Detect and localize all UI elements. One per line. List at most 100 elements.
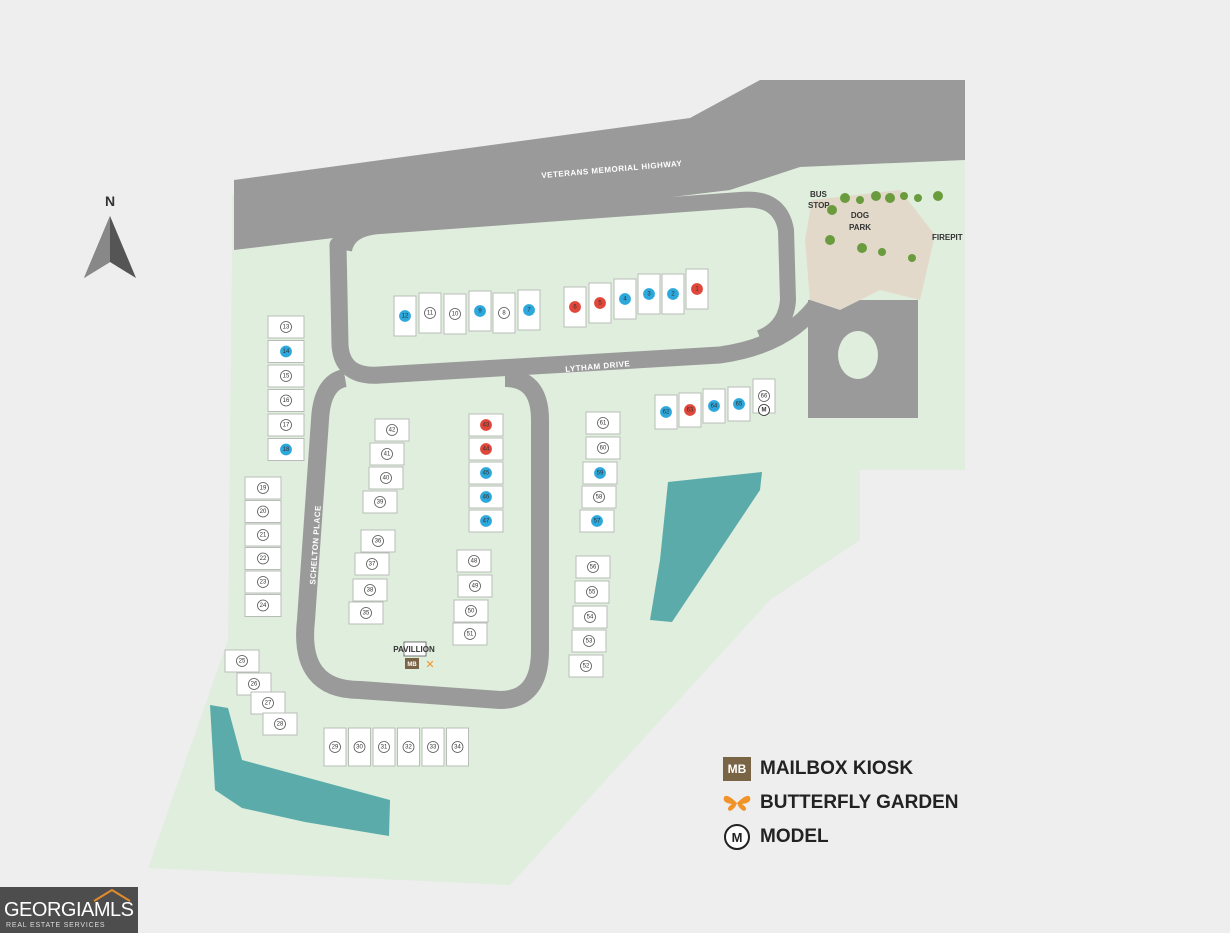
legend-row-mailbox: MB MAILBOX KIOSK xyxy=(722,752,958,786)
lot-52[interactable]: 52 xyxy=(568,654,604,678)
lot-status-marker xyxy=(480,419,492,431)
lot-number-label: 60 xyxy=(600,446,607,452)
lot-46[interactable]: 46 xyxy=(468,485,504,509)
lot-2[interactable]: 2 xyxy=(661,273,685,315)
lot-51[interactable]: 51 xyxy=(452,622,488,646)
lot-13[interactable]: 13 xyxy=(267,315,305,339)
lot-47[interactable]: 47 xyxy=(468,509,504,533)
lot-status-marker xyxy=(758,390,770,402)
lot-48[interactable]: 48 xyxy=(456,549,492,573)
lot-29[interactable]: 29 xyxy=(323,727,347,767)
lot-status-marker xyxy=(381,448,393,460)
lot-number-label: 30 xyxy=(356,745,363,751)
lot-5[interactable]: 5 xyxy=(588,282,612,324)
lot-number-label: 5 xyxy=(598,301,602,307)
lot-27[interactable]: 27 xyxy=(250,691,286,715)
lot-32[interactable]: 32 xyxy=(397,727,420,767)
lot-30[interactable]: 30 xyxy=(348,727,371,767)
lot-17[interactable]: 17 xyxy=(267,413,305,437)
lot-18[interactable]: 18 xyxy=(267,438,305,461)
lot-8[interactable]: 8 xyxy=(492,292,516,334)
lot-19[interactable]: 19 xyxy=(244,476,282,500)
lot-25[interactable]: 25 xyxy=(224,649,260,673)
lot-6[interactable]: 6 xyxy=(563,286,587,328)
lot-64[interactable]: 64 xyxy=(702,388,726,424)
lot-status-marker xyxy=(257,599,269,612)
lot-28[interactable]: 28 xyxy=(262,712,298,736)
lot-number-label: 43 xyxy=(483,423,490,429)
lot-63[interactable]: 63 xyxy=(678,392,702,428)
lot-33[interactable]: 33 xyxy=(421,727,445,767)
lot-24[interactable]: 24 xyxy=(244,594,282,617)
lot-44[interactable]: 44 xyxy=(468,437,504,461)
lot-37[interactable]: 37 xyxy=(354,552,390,576)
lot-status-marker xyxy=(667,288,679,300)
lot-21[interactable]: 21 xyxy=(244,523,282,547)
lot-7[interactable]: 7 xyxy=(517,289,541,331)
lot-40[interactable]: 40 xyxy=(368,466,404,490)
lot-status-marker xyxy=(569,301,581,313)
lot-12[interactable]: 12 xyxy=(393,295,417,337)
lot-60[interactable]: 60 xyxy=(585,436,621,460)
lot-number-label: 56 xyxy=(590,565,597,571)
lot-62[interactable]: 62 xyxy=(654,394,678,430)
lot-status-marker xyxy=(523,304,535,316)
lot-35[interactable]: 35 xyxy=(348,601,384,625)
lot-57[interactable]: 57 xyxy=(579,509,615,533)
lot-status-marker xyxy=(580,660,592,672)
lot-36[interactable]: 36 xyxy=(360,529,396,553)
lot-38[interactable]: 38 xyxy=(352,578,388,602)
lot-number-label: 65 xyxy=(736,402,743,408)
lot-status-marker xyxy=(424,307,436,319)
lot-14[interactable]: 14 xyxy=(267,340,305,363)
georgia-mls-logo: GEORGIAMLS REAL ESTATE SERVICES xyxy=(0,887,138,933)
lot-42[interactable]: 42 xyxy=(374,418,410,442)
lot-58[interactable]: 58 xyxy=(581,485,617,509)
lot-49[interactable]: 49 xyxy=(457,574,493,598)
lot-54[interactable]: 54 xyxy=(572,605,608,629)
lot-26[interactable]: 26 xyxy=(236,672,272,696)
legend: MB MAILBOX KIOSK BUTTERFLY GARDEN M MODE… xyxy=(722,752,958,854)
lot-number-label: 22 xyxy=(260,556,267,562)
lot-53[interactable]: 53 xyxy=(571,629,607,653)
lot-number-label: 50 xyxy=(468,609,475,615)
lot-number-label: 41 xyxy=(384,452,391,458)
lot-22[interactable]: 22 xyxy=(244,547,282,570)
lot-number-label: 33 xyxy=(430,745,437,751)
lot-56[interactable]: 56 xyxy=(575,555,611,579)
model-icon: M xyxy=(722,824,752,850)
lot-31[interactable]: 31 xyxy=(372,727,396,767)
lot-59[interactable]: 59 xyxy=(582,461,618,485)
lot-number-label: 36 xyxy=(375,539,382,545)
lot-39[interactable]: 39 xyxy=(362,490,398,514)
lot-status-marker xyxy=(257,482,269,494)
lot-9[interactable]: 9 xyxy=(468,290,492,332)
lot-number-label: 32 xyxy=(405,745,412,751)
lot-66[interactable]: 66M xyxy=(752,378,776,416)
lot-status-marker xyxy=(480,515,492,527)
lot-55[interactable]: 55 xyxy=(574,580,610,604)
lot-1[interactable]: 1 xyxy=(685,268,709,310)
lot-status-marker xyxy=(597,417,609,429)
lot-41[interactable]: 41 xyxy=(369,442,405,466)
lot-number-label: 48 xyxy=(471,559,478,565)
lot-16[interactable]: 16 xyxy=(267,389,305,412)
lot-status-marker xyxy=(372,535,384,547)
lot-45[interactable]: 45 xyxy=(468,461,504,485)
lot-number-label: 24 xyxy=(260,603,267,609)
lot-3[interactable]: 3 xyxy=(637,273,661,315)
lot-15[interactable]: 15 xyxy=(267,364,305,388)
lot-50[interactable]: 50 xyxy=(453,599,489,623)
lot-61[interactable]: 61 xyxy=(585,411,621,435)
dog-park-area xyxy=(805,190,935,310)
lot-34[interactable]: 34 xyxy=(446,727,469,767)
lot-4[interactable]: 4 xyxy=(613,278,637,320)
lot-status-marker xyxy=(498,307,510,319)
lot-23[interactable]: 23 xyxy=(244,570,282,594)
lot-11[interactable]: 11 xyxy=(418,292,442,334)
lot-43[interactable]: 43 xyxy=(468,413,504,437)
lot-10[interactable]: 10 xyxy=(443,293,467,335)
lot-65[interactable]: 65 xyxy=(727,386,751,422)
lot-20[interactable]: 20 xyxy=(244,500,282,523)
